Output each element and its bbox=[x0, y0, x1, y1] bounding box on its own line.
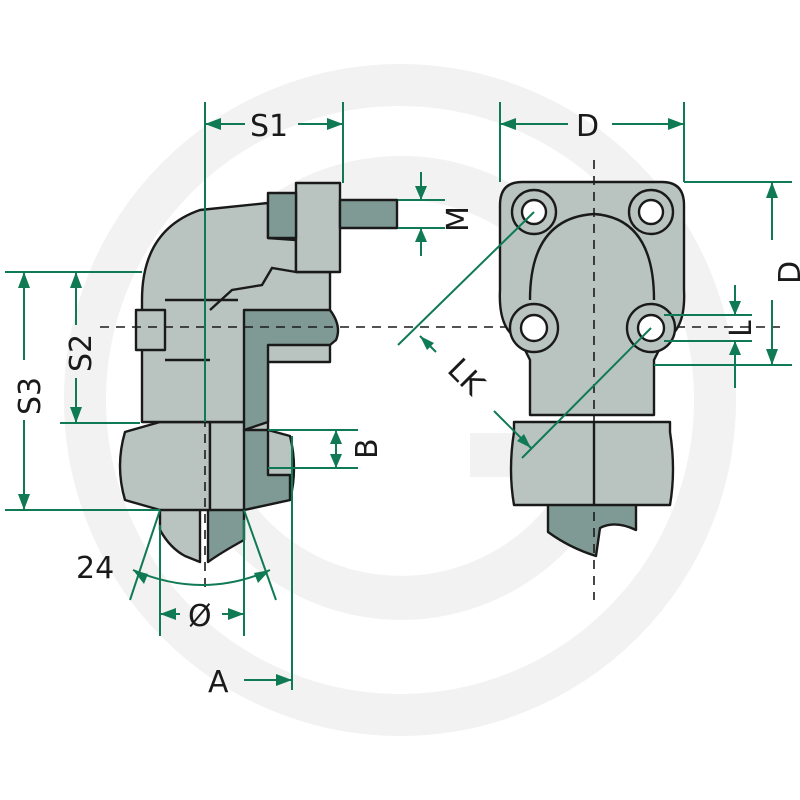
label-diameter: Ø bbox=[188, 599, 212, 634]
label-s3: S3 bbox=[13, 377, 48, 415]
dimension-lines bbox=[5, 102, 792, 690]
bolt-shank bbox=[338, 198, 399, 230]
label-m: M bbox=[441, 206, 476, 232]
casting-line bbox=[165, 298, 238, 362]
bolt-hole-top-right bbox=[637, 198, 665, 226]
label-s2: S2 bbox=[64, 334, 99, 372]
label-d-side: D bbox=[773, 261, 800, 284]
elbow-fitting-side-view bbox=[100, 181, 780, 588]
flange-body bbox=[498, 180, 686, 417]
flange-front-view bbox=[498, 160, 686, 600]
label-d-top: D bbox=[576, 109, 599, 144]
side-boss bbox=[134, 308, 167, 352]
flange-block bbox=[294, 181, 342, 274]
bolt-head bbox=[266, 191, 298, 240]
dimension-labels: S1 M S2 S3 B 24 Ø A D D L LK bbox=[13, 109, 800, 700]
label-angle: 24 bbox=[76, 551, 114, 586]
label-s1: S1 bbox=[250, 109, 288, 144]
hex-nut-front bbox=[509, 420, 675, 507]
bolt-hole-mid-left bbox=[519, 313, 549, 343]
elbow-bore bbox=[242, 308, 340, 432]
label-lk: LK bbox=[440, 352, 491, 403]
label-l: L bbox=[724, 320, 759, 337]
label-b: B bbox=[350, 438, 385, 459]
cutaway-edge bbox=[209, 266, 297, 311]
outlet-pipe-front bbox=[546, 498, 638, 558]
hex-nut bbox=[118, 420, 212, 512]
label-a: A bbox=[208, 665, 229, 700]
outlet-pipe bbox=[158, 503, 202, 564]
